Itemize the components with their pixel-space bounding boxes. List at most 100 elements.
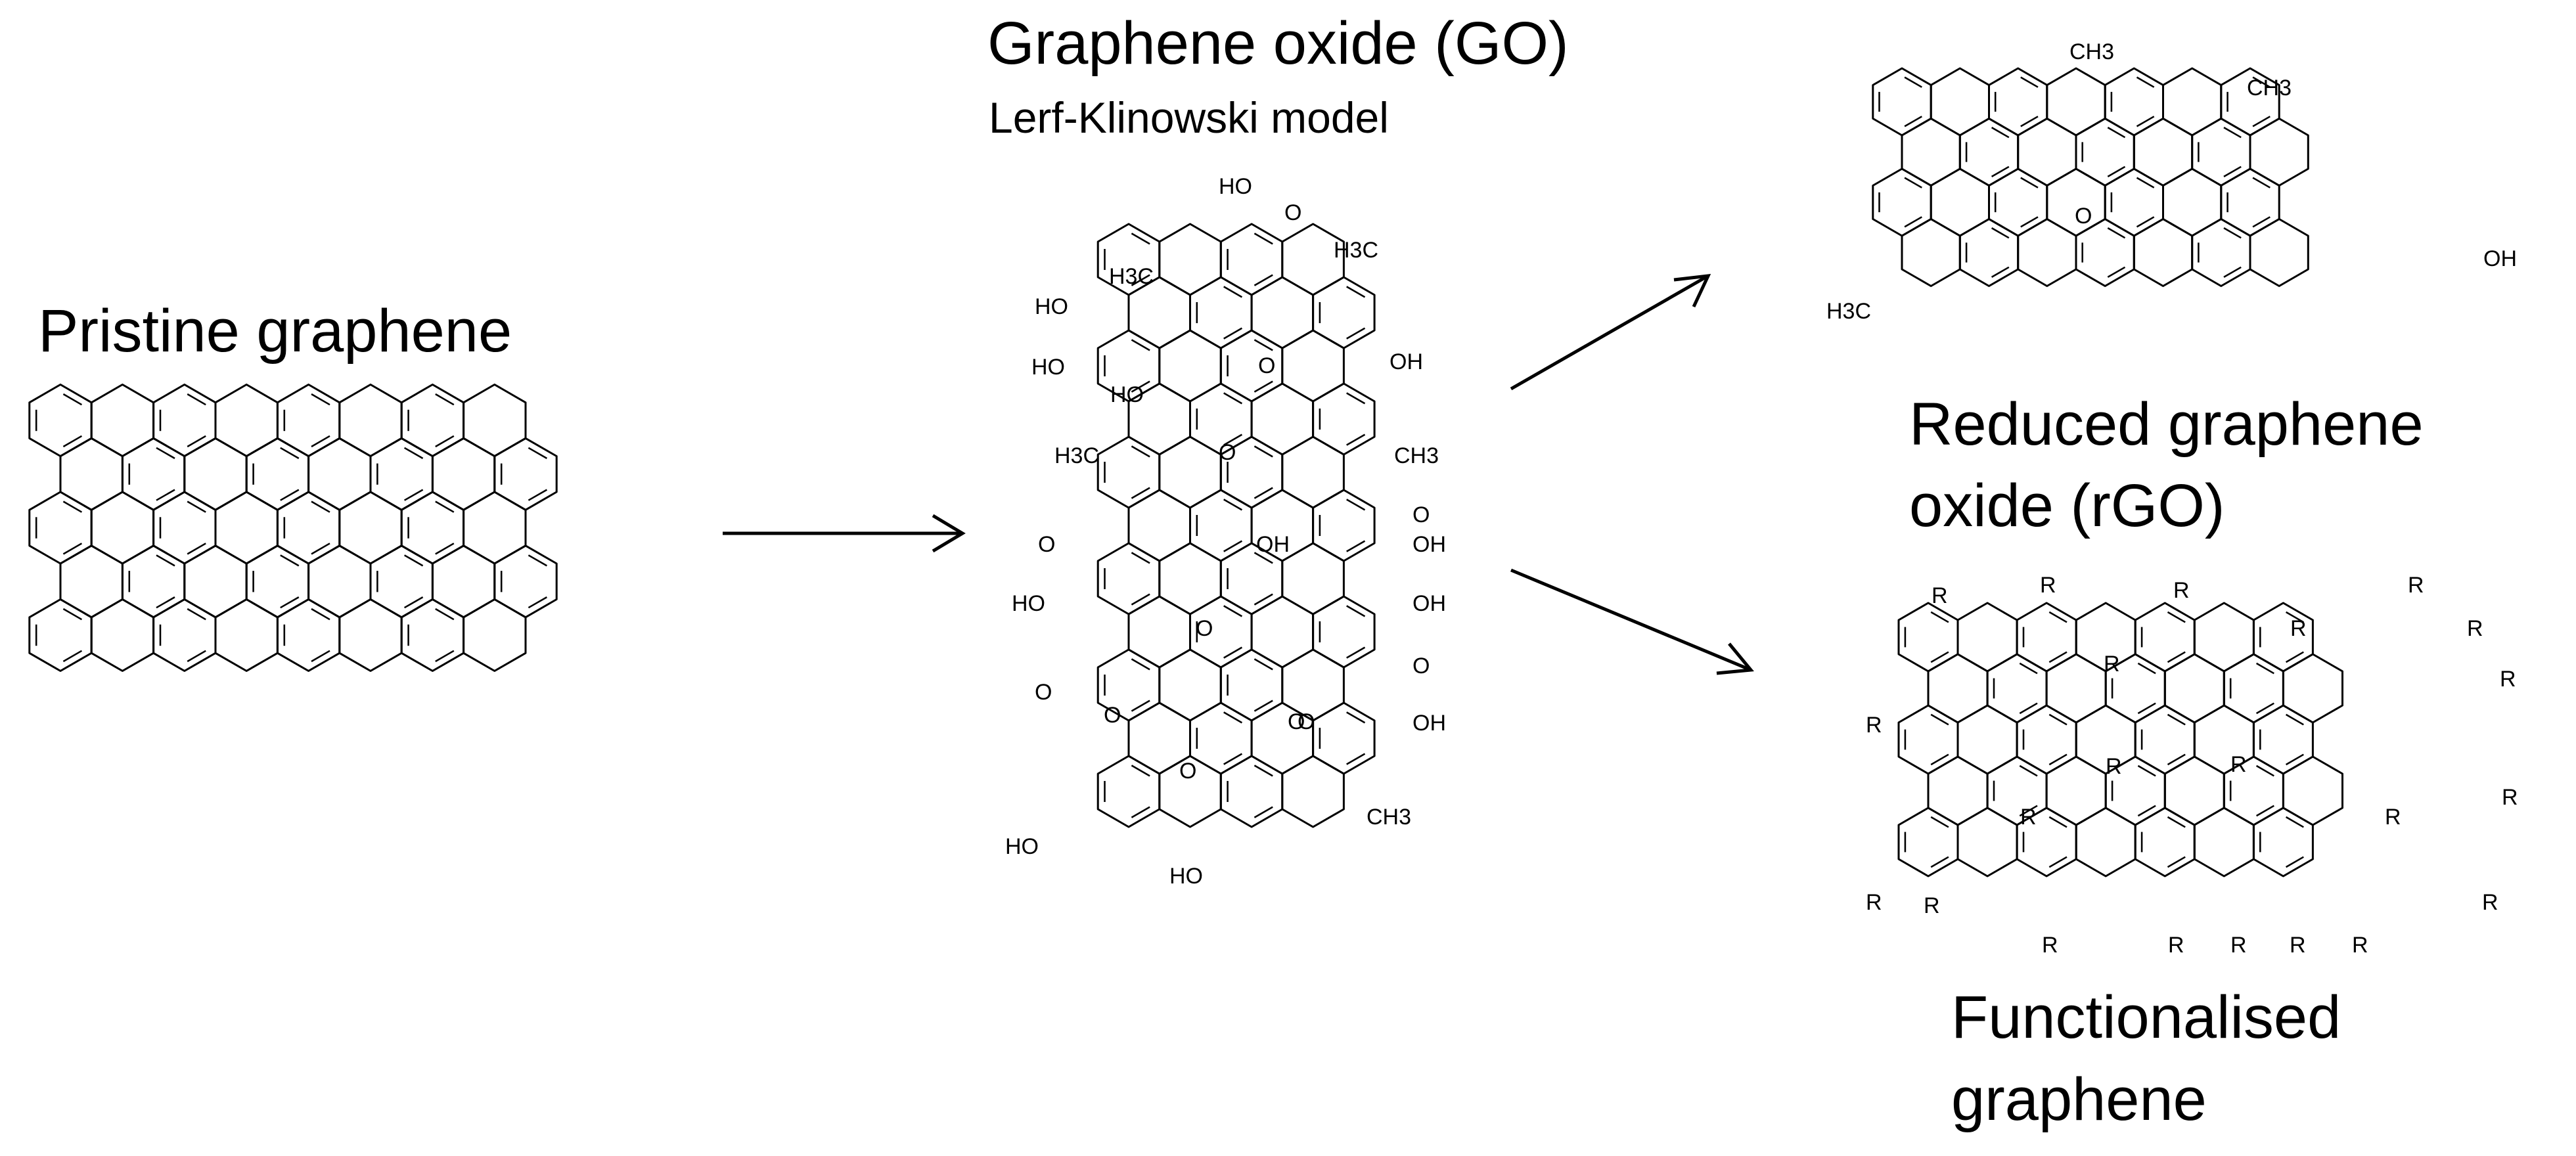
hexagon-ring (1897, 704, 1959, 775)
hexagon-ring (1930, 67, 1990, 137)
double-bond (1930, 753, 1949, 766)
rgo-group-ch3: CH3 (2069, 39, 2114, 64)
double-bond (1346, 540, 1366, 552)
go-group-o: O (1035, 680, 1052, 705)
hexagon-ring (1281, 755, 1345, 828)
double-bond (403, 489, 424, 501)
go-group-o: O (1038, 532, 1055, 557)
hexagon-ring (2046, 67, 2106, 137)
hexagon-ring (1958, 218, 2020, 287)
hexagon-ring (338, 384, 403, 457)
double-bond (435, 543, 455, 555)
hexagon-ring (2220, 167, 2280, 237)
hexagon-ring (1958, 118, 2020, 187)
double-bond (2137, 702, 2156, 715)
double-bond (435, 650, 455, 663)
hexagon-ring (214, 491, 279, 565)
hexagon-ring (1219, 755, 1284, 828)
double-bond (1346, 392, 1366, 405)
double-bond (1254, 339, 1273, 351)
hexagon-ring (1250, 595, 1315, 669)
go-group-h3c: H3C (1054, 443, 1099, 468)
double-bond (1991, 126, 2010, 139)
functionalised-title-line2: graphene (1951, 1066, 2207, 1133)
hexagon-ring (2163, 653, 2225, 724)
functionalised-title-line1: Functionalised (1951, 984, 2341, 1051)
hexagon-ring (214, 384, 279, 457)
double-bond (2285, 611, 2304, 623)
hexagon-ring (2134, 602, 2196, 673)
hexagon-ring (2134, 807, 2196, 878)
double-bond (1131, 380, 1150, 393)
double-bond (1904, 76, 1922, 88)
go-group-oh: OH (1412, 591, 1446, 616)
hexagon-ring (2045, 653, 2107, 724)
double-bond (187, 608, 206, 621)
r-group: R (2104, 652, 2120, 677)
double-bond (1904, 216, 1922, 228)
double-bond (2137, 662, 2156, 675)
hexagon-ring (493, 545, 558, 619)
double-bond (2223, 166, 2242, 178)
double-bond (156, 596, 175, 609)
hexagon-ring (152, 384, 217, 457)
arrow-to-rgo (1510, 274, 1709, 391)
r-group: R (2467, 616, 2483, 641)
hexagon-ring (1312, 382, 1376, 456)
double-bond (403, 596, 424, 609)
double-bond (1346, 327, 1366, 340)
double-bond (2020, 177, 2039, 189)
hexagon-ring (152, 598, 217, 672)
hexagon-ring (2162, 167, 2223, 237)
hexagon-ring (1189, 276, 1253, 349)
hexagon-ring (369, 437, 434, 511)
hexagon-ring (338, 598, 403, 672)
hexagon-ring (307, 437, 372, 511)
hexagon-ring (183, 545, 248, 619)
r-group: R (2500, 667, 2516, 692)
hexagon-ring (2075, 118, 2135, 187)
hexagon-ring (2191, 118, 2251, 187)
hexagon-ring (1281, 435, 1345, 509)
double-bond (1254, 552, 1273, 564)
hexagon-ring (2193, 602, 2255, 673)
double-bond (311, 500, 330, 513)
double-bond (2019, 765, 2038, 777)
reduced-graphene-oxide-structure (1872, 67, 2309, 287)
r-group: R (2168, 933, 2184, 958)
hexagon-ring (2075, 807, 2136, 878)
hexagon-ring (1872, 167, 1932, 237)
double-bond (2107, 266, 2126, 278)
double-bond (2136, 76, 2155, 88)
hexagon-ring (1096, 542, 1161, 615)
hexagon-ring (1189, 489, 1253, 562)
hexagon-ring (1219, 223, 1284, 296)
double-bond (62, 393, 83, 406)
hexagon-ring (2191, 218, 2251, 287)
double-bond (1346, 286, 1366, 298)
hexagon-ring (2104, 67, 2164, 137)
hexagon-ring (1158, 648, 1222, 722)
hexagon-ring (90, 491, 155, 565)
hexagon-ring (1956, 704, 2018, 775)
go-group-ho: HO (1169, 864, 1203, 889)
r-group: R (2290, 616, 2307, 641)
go-group-o: O (1288, 709, 1305, 734)
hexagon-ring (2104, 167, 2164, 237)
double-bond (1346, 605, 1366, 617)
double-bond (1991, 266, 2010, 278)
hexagon-ring (2282, 653, 2343, 724)
double-bond (1346, 499, 1366, 511)
double-bond (1346, 711, 1366, 724)
functionalised-graphene-structure (1897, 602, 2343, 878)
go-group-oh: OH (1412, 711, 1446, 736)
hexagon-ring (121, 437, 186, 511)
hexagon-ring (2249, 118, 2309, 187)
double-bond (156, 489, 175, 501)
go-group-o: O (1412, 654, 1430, 678)
double-bond (403, 447, 424, 460)
double-bond (1254, 445, 1273, 458)
double-bond (1904, 116, 1922, 127)
go-group-o: O (1284, 200, 1301, 225)
